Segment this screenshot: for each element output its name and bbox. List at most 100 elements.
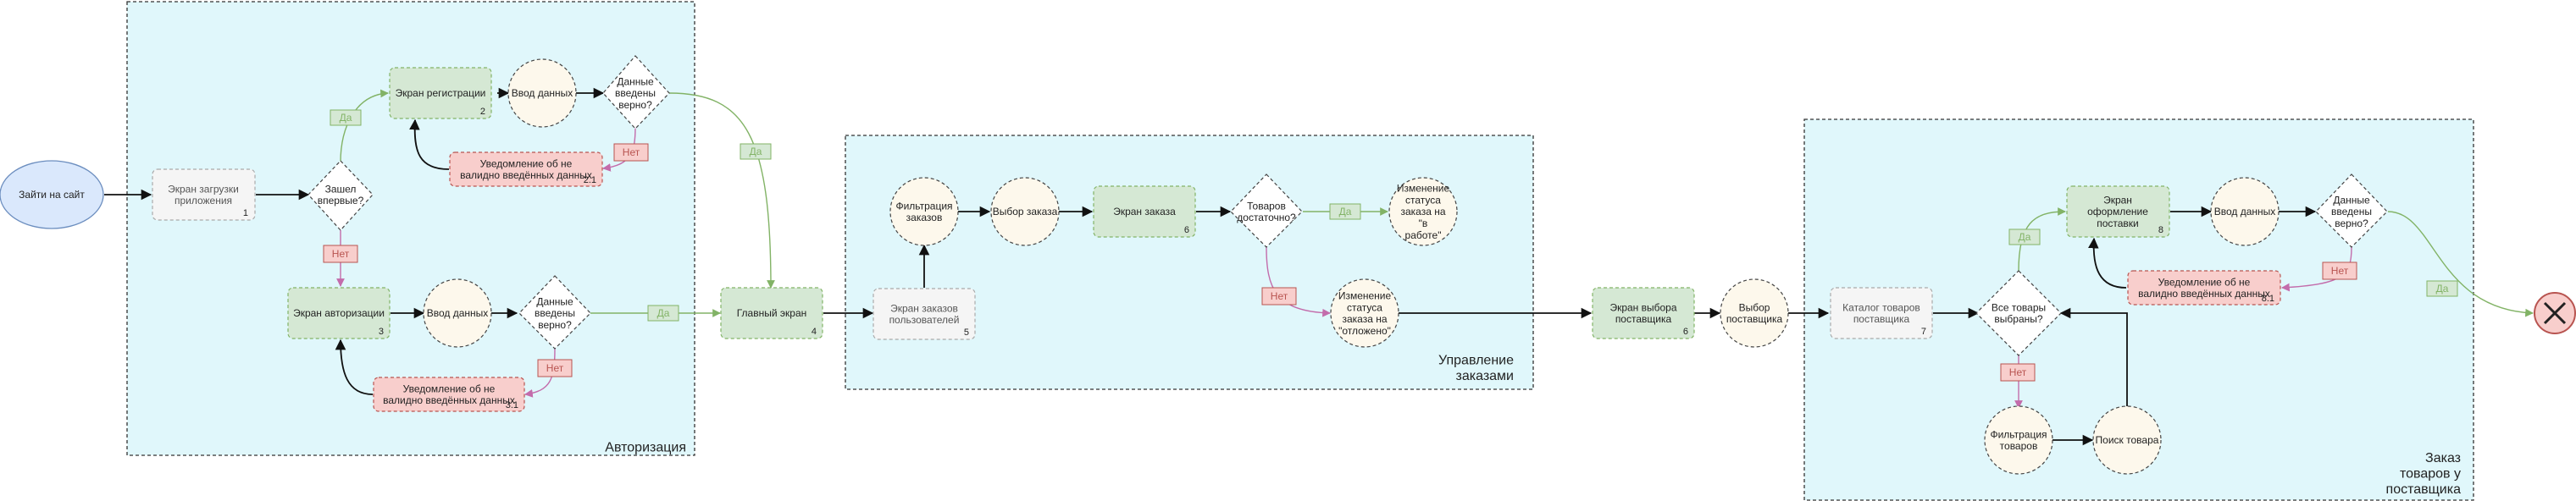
svg-text:Ввод данных: Ввод данных: [427, 307, 489, 319]
text-line: поставщика: [1853, 313, 1910, 325]
text-line: валидно введённых данных: [383, 394, 515, 406]
svg-text:3: 3: [379, 327, 384, 337]
svg-text:Да: Да: [1339, 206, 1352, 217]
text-line: Экран заказов: [890, 302, 958, 314]
svg-text:Экран заказа: Экран заказа: [1113, 206, 1176, 217]
choose-order[interactable]: Выбор заказа: [990, 177, 1060, 246]
text-line: введены: [615, 87, 656, 99]
svg-text:Нет: Нет: [2331, 265, 2349, 277]
svg-text:Зайти на сайт: Зайти на сайт: [19, 189, 85, 201]
svg-text:1: 1: [243, 208, 248, 218]
auth-screen[interactable]: Экран авторизации 3: [287, 287, 391, 339]
search-goods[interactable]: Поиск товара: [2092, 405, 2162, 475]
text-line: Уведомление об не: [403, 383, 496, 394]
text-line: заказами: [1456, 369, 1514, 383]
text-line: введены: [2331, 206, 2372, 217]
text-line: достаточно?: [1237, 212, 1296, 223]
svg-text:7: 7: [1921, 327, 1926, 337]
svg-text:6: 6: [1184, 225, 1189, 235]
auth-input[interactable]: Ввод данных: [423, 278, 492, 348]
text-line: Ввод данных: [2214, 206, 2276, 217]
start-node[interactable]: Зайти на сайт: [0, 160, 104, 229]
registration-input[interactable]: Ввод данных: [507, 58, 577, 128]
edge-checkoutcheck-end: [2387, 211, 2534, 317]
text-line: выбраны?: [1994, 313, 2042, 325]
registration-screen[interactable]: Экран регистрации 2: [389, 67, 492, 119]
svg-text:Нет: Нет: [623, 146, 640, 158]
text-line: "в: [1419, 217, 1428, 229]
svg-text:Главный экран: Главный экран: [737, 307, 807, 319]
svg-text:Нет: Нет: [1271, 290, 1288, 302]
text-line: Зайти на сайт: [19, 189, 85, 201]
text-line: Изменение: [1397, 183, 1450, 195]
text-line: верно?: [538, 319, 572, 331]
checkout-input[interactable]: Ввод данных: [2210, 177, 2280, 246]
text-line: пользователей: [889, 314, 960, 326]
edge-regerror-registration: [409, 118, 450, 170]
text-line: Экран загрузки: [168, 183, 239, 195]
text-line: оформление: [2087, 206, 2148, 217]
text-line: Зашел: [325, 183, 357, 195]
text-line: Заказ: [2425, 451, 2461, 465]
end-node[interactable]: [2534, 292, 2576, 334]
edge-labels: Да Нет Нет Да Нет Да Да Нет Да Нет Нет Д…: [323, 109, 2458, 382]
svg-text:Выбор заказа: Выбор заказа: [993, 206, 1058, 217]
text-line: заказа на: [1342, 313, 1387, 325]
text-line: Главный экран: [737, 307, 807, 319]
edge-checkouterror-checkout: [2088, 237, 2127, 289]
order-screen[interactable]: Экран заказа 6: [1093, 185, 1196, 238]
svg-text:Нет: Нет: [332, 248, 350, 260]
text-line: Данные: [2333, 194, 2370, 206]
text-line: Данные: [536, 295, 573, 307]
svg-text:Поиск товара: Поиск товара: [2096, 434, 2159, 446]
svg-text:Да: Да: [2436, 283, 2449, 295]
label-yes: Да: [647, 305, 679, 322]
text-line: Выбор: [1739, 301, 1770, 313]
text-line: заказов: [906, 212, 943, 223]
text-line: Уведомление об не: [480, 157, 573, 169]
svg-text:4: 4: [812, 327, 817, 337]
text-line: Ввод данных: [512, 87, 573, 99]
text-line: Фильтрация: [895, 200, 952, 212]
svg-text:Нет: Нет: [2009, 366, 2027, 378]
main-screen[interactable]: Главный экран 4: [720, 287, 823, 339]
text-line: Выбор заказа: [993, 206, 1058, 217]
text-line: Изменение: [1338, 290, 1392, 302]
edge-regcheck-main: [668, 92, 775, 289]
svg-text:Да: Да: [657, 307, 670, 319]
text-line: статуса: [1347, 301, 1382, 313]
text-line: Данные: [617, 75, 654, 87]
